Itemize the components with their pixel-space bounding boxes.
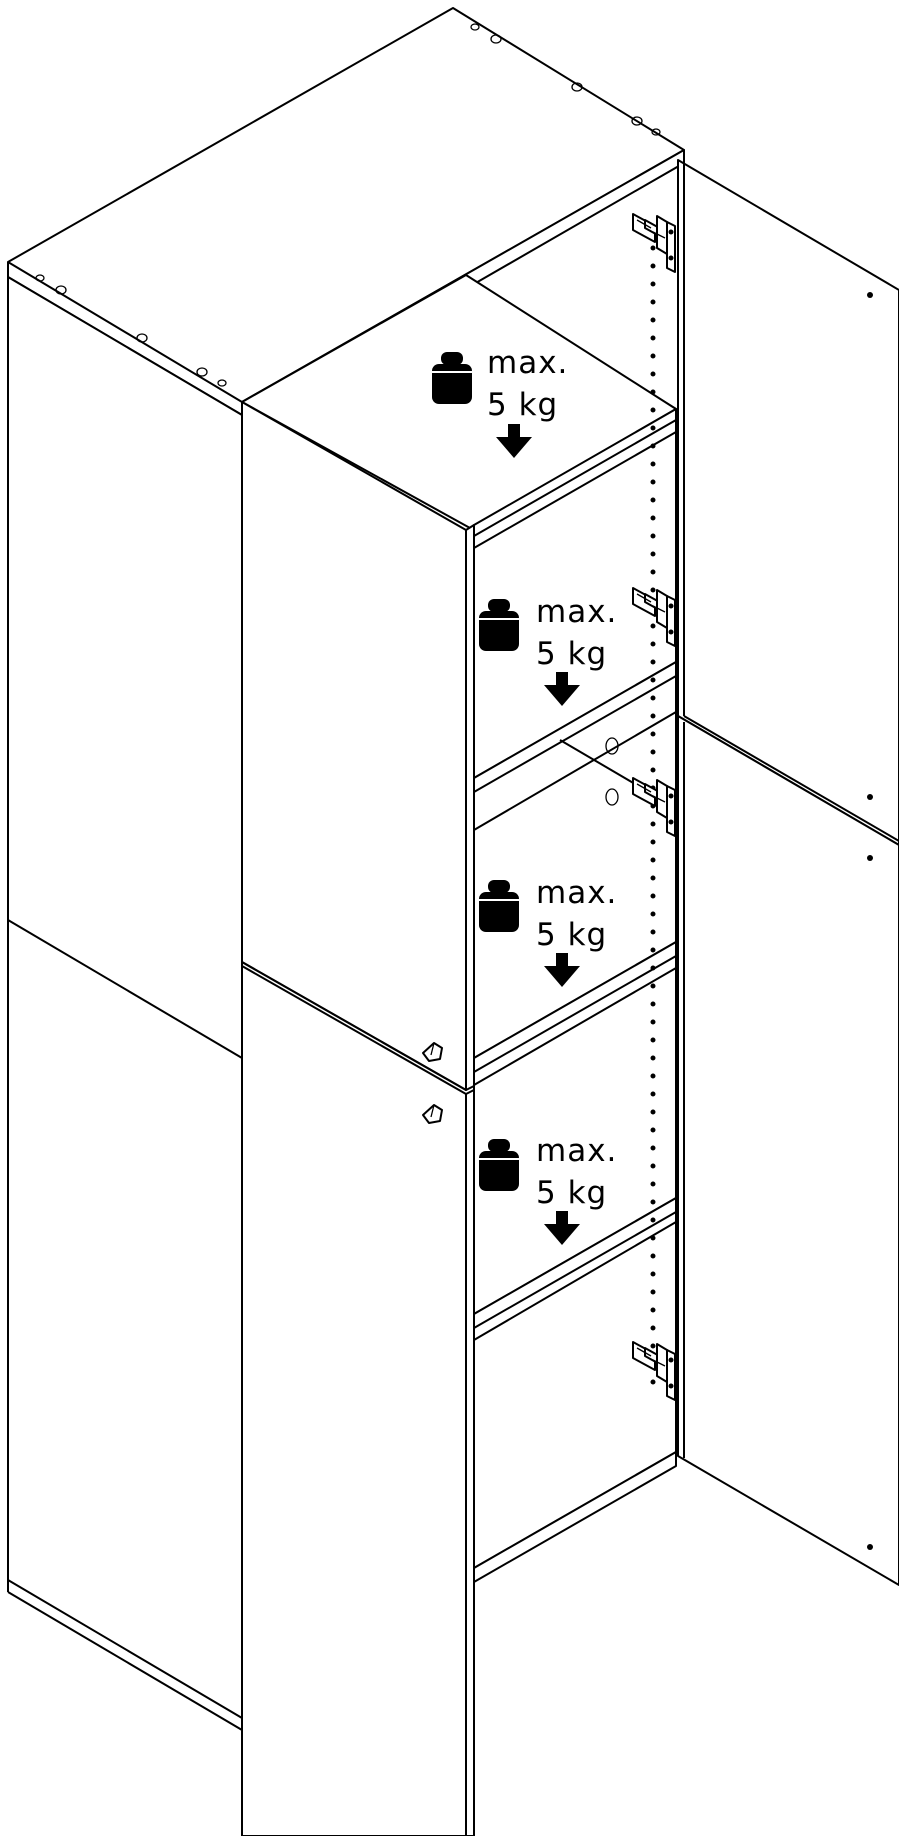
lower-right-door [677,715,899,1586]
left-doors [241,401,475,1837]
left-cabinet-side [7,276,243,1719]
shelf-pin-hole-icon [605,737,619,755]
weight-icon [479,880,519,932]
load-limit-shelf-2: max. 5 kg [479,594,617,706]
hinge-icon [632,1341,676,1401]
weight-icon [432,352,472,404]
lower-left-door-edge [465,1089,475,1837]
max-label: max. [487,345,568,381]
lower-left-door [241,965,467,1837]
hinge-icon [632,587,676,647]
upper-left-door-edge [465,524,475,1091]
weight-label: 5 kg [536,636,607,672]
max-label: max. [536,1133,617,1169]
right-doors [677,150,899,1586]
weight-icon [479,1139,519,1191]
upper-right-door [677,159,899,846]
hinge-icon [632,213,676,273]
weight-label: 5 kg [536,917,607,953]
down-arrow-icon [544,953,580,987]
down-arrow-icon [544,672,580,706]
shelf-pin-holes [605,737,619,806]
load-limit-shelf-4: max. 5 kg [479,1133,617,1245]
weight-label: 5 kg [536,1175,607,1211]
max-label: max. [536,875,617,911]
shelf-pin-hole-icon [605,788,619,806]
load-limit-shelf-3: max. 5 kg [479,875,617,987]
max-label: max. [536,594,617,630]
down-arrow-icon [544,1211,580,1245]
door-bumper-icon [422,1042,443,1062]
weight-icon [479,599,519,651]
hinge-icon [632,777,676,837]
door-screw-holes [867,292,873,1550]
load-limit-shelf-1: max. 5 kg [432,345,568,458]
down-arrow-icon [496,424,532,458]
front-cabinet [241,149,685,1583]
top-dowel-holes [35,23,661,387]
weight-label: 5 kg [487,387,558,423]
door-bumper-icon [422,1104,443,1124]
